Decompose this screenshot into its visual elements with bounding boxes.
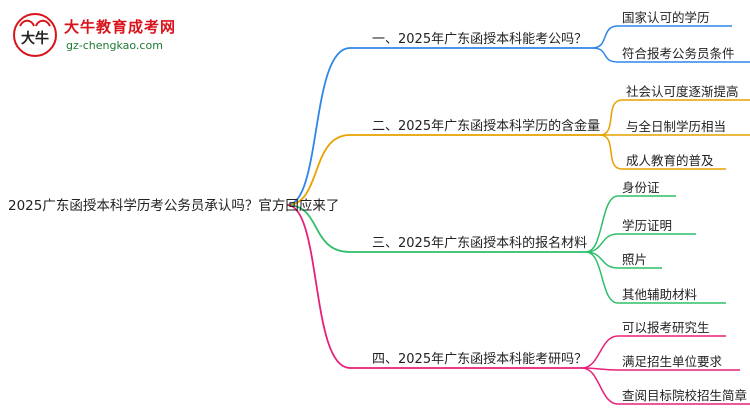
leaf-connector-2-1	[599, 99, 750, 136]
leaf-connector-2-3	[599, 134, 726, 170]
leaf-connector-4-2	[581, 367, 740, 371]
branch-connector-3	[286, 204, 586, 253]
branch-label-3: 三、2025年广东函授本科的报名材料	[372, 236, 588, 251]
leaf-label-3-1: 身份证	[622, 180, 660, 195]
logo-mark-text: 大牛	[21, 30, 49, 47]
leaf-connector-4-3	[581, 367, 750, 405]
branch-label-1: 一、2025年广东函授本科能考公吗？	[372, 32, 588, 47]
branch-connector-2	[286, 134, 600, 206]
leaf-label-4-3: 查阅目标院校招生简章	[622, 388, 748, 403]
logo-url: gz-chengkao.com	[66, 39, 163, 52]
branch-connector-4	[286, 204, 582, 369]
leaf-label-3-2: 学历证明	[622, 218, 673, 233]
leaf-label-1-2: 符合报考公务员条件	[622, 46, 735, 61]
leaf-label-2-2: 与全日制学历相当	[626, 119, 727, 134]
leaf-label-2-3: 成人教育的普及	[626, 153, 714, 168]
leaf-label-2-1: 社会认可度逐渐提高	[626, 84, 739, 99]
leaf-label-1-1: 国家认可的学历	[622, 10, 710, 25]
bull-logo-icon: 大牛	[13, 13, 57, 57]
leaf-connector-4-1	[581, 335, 726, 369]
leaf-connector-3-1	[585, 195, 676, 253]
site-logo[interactable]: 大牛 大牛教育成考网 gz-chengkao.com	[12, 10, 202, 60]
leaf-connector-1-1	[591, 25, 732, 49]
leaf-label-4-1: 可以报考研究生	[622, 320, 710, 335]
leaf-connector-1-2	[591, 47, 750, 63]
branch-label-4: 四、2025年广东函授本科能考研吗？	[372, 352, 588, 367]
leaf-connector-3-2	[585, 233, 696, 253]
leaf-label-3-4: 其他辅助材料	[622, 287, 698, 302]
leaf-connector-3-3	[585, 251, 662, 269]
root-node: 2025广东函授本科学历考公务员承认吗？官方回应来了	[8, 198, 340, 214]
branch-label-2: 二、2025年广东函授本科学历的含金量	[372, 119, 601, 134]
logo-title: 大牛教育成考网	[64, 18, 177, 36]
branch-connector-1	[286, 47, 592, 206]
leaf-connector-3-4	[585, 251, 726, 304]
leaf-label-4-2: 满足招生单位要求	[622, 354, 723, 369]
leaf-label-3-3: 照片	[622, 252, 648, 267]
